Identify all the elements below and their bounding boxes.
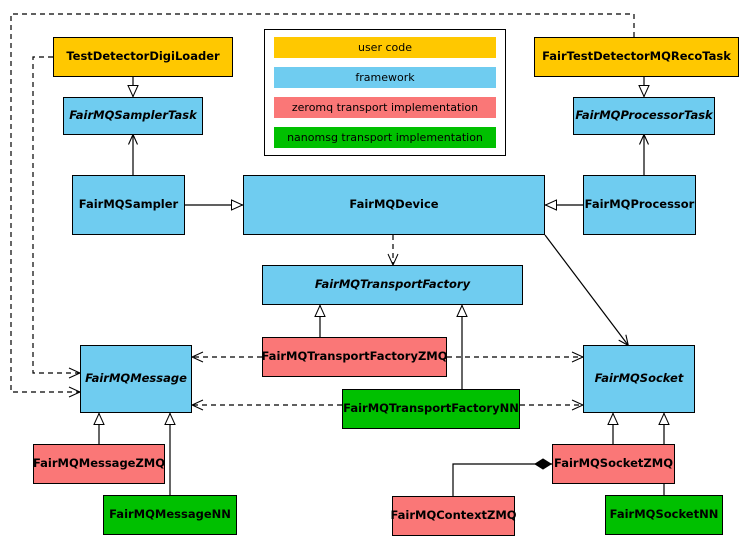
class-box-fairtestdetectormqrecotask[interactable]: FairTestDetectorMQRecoTask [534, 37, 739, 77]
class-label-fairmqcontextzmq: FairMQContextZMQ [390, 508, 517, 523]
legend-item-nanomsg: nanomsg transport implementation [274, 127, 496, 148]
class-label-fairtestdetectormqrecotask: FairTestDetectorMQRecoTask [542, 49, 731, 64]
class-box-fairmqsocketnn[interactable]: FairMQSocketNN [605, 495, 723, 535]
class-box-fairmqsampler[interactable]: FairMQSampler [72, 175, 185, 235]
class-box-fairmqsamplertask[interactable]: FairMQSamplerTask [63, 97, 203, 135]
legend-label-user-code: user code [357, 41, 413, 54]
legend-item-zeromq: zeromq transport implementation [274, 97, 496, 118]
class-box-fairmqtransportfactory[interactable]: FairMQTransportFactory [262, 265, 523, 305]
class-label-fairmqtransportfactory: FairMQTransportFactory [314, 277, 471, 292]
legend-label-framework: framework [355, 71, 415, 84]
class-box-fairmqtransportfactoryzmq[interactable]: FairMQTransportFactoryZMQ [261, 337, 448, 377]
class-label-fairmqprocessor: FairMQProcessor [584, 197, 695, 212]
class-label-fairmqsamplertask: FairMQSamplerTask [69, 108, 197, 123]
legend-item-user-code: user code [274, 37, 496, 58]
legend-item-framework: framework [274, 67, 496, 88]
class-label-fairmqsocket: FairMQSocket [594, 371, 684, 386]
class-box-fairmqtransportfactorynn[interactable]: FairMQTransportFactoryNN [342, 389, 520, 429]
class-label-fairmqsocketnn: FairMQSocketNN [609, 507, 719, 522]
class-box-fairmqprocessortask[interactable]: FairMQProcessorTask [573, 97, 715, 135]
class-box-fairmqsocketzmq[interactable]: FairMQSocketZMQ [552, 444, 675, 484]
class-label-fairmqdevice: FairMQDevice [349, 197, 439, 212]
class-box-fairmqdevice[interactable]: FairMQDevice [243, 175, 545, 235]
class-label-fairmqmessagenn: FairMQMessageNN [109, 507, 231, 522]
class-label-fairmqmessage: FairMQMessage [85, 371, 187, 386]
class-label-fairmqprocessortask: FairMQProcessorTask [575, 108, 713, 123]
class-label-fairmqtransportfactoryzmq: FairMQTransportFactoryZMQ [261, 349, 448, 364]
class-box-fairmqmessagezmq[interactable]: FairMQMessageZMQ [33, 444, 165, 484]
class-label-fairmqsampler: FairMQSampler [78, 197, 179, 212]
class-label-fairmqtransportfactorynn: FairMQTransportFactoryNN [343, 401, 519, 416]
class-box-fairmqmessage[interactable]: FairMQMessage [80, 345, 192, 413]
legend-panel: user code framework zeromq transport imp… [264, 29, 506, 156]
class-label-fairmqsocketzmq: FairMQSocketZMQ [554, 456, 673, 471]
class-box-fairmqprocessor[interactable]: FairMQProcessor [583, 175, 696, 235]
class-box-fairmqcontextzmq[interactable]: FairMQContextZMQ [390, 496, 517, 536]
class-box-fairmqsocket[interactable]: FairMQSocket [583, 345, 695, 413]
class-box-testdetectordigiloader[interactable]: TestDetectorDigiLoader [53, 37, 233, 77]
legend-label-nanomsg: nanomsg transport implementation [287, 131, 483, 144]
class-label-fairmqmessagezmq: FairMQMessageZMQ [32, 456, 166, 471]
class-label-testdetectordigiloader: TestDetectorDigiLoader [66, 49, 220, 64]
legend-label-zeromq: zeromq transport implementation [291, 101, 479, 114]
class-box-fairmqmessagenn[interactable]: FairMQMessageNN [103, 495, 237, 535]
